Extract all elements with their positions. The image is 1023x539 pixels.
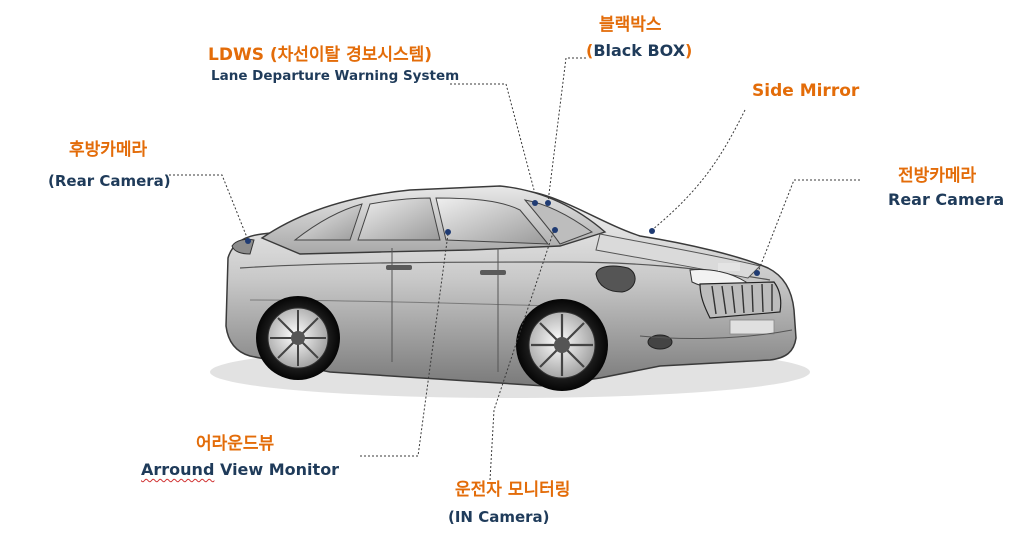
- ldws-subtitle: Lane Departure Warning System: [211, 68, 460, 84]
- rear-window: [293, 203, 363, 241]
- license-plate: [729, 319, 775, 335]
- front-door-window: [435, 197, 550, 245]
- leader-side-mirror: [651, 109, 746, 231]
- marker-dots: [245, 200, 760, 276]
- marker-rear-camera: [245, 238, 251, 244]
- leader-blackbox: [547, 57, 586, 203]
- marker-around-view: [445, 229, 451, 235]
- leader-lines: [165, 57, 860, 481]
- around-view-subtitle-word1: Arround: [141, 460, 215, 479]
- front-camera-subtitle: Rear Camera: [888, 190, 1005, 209]
- marker-front-camera: [754, 270, 760, 276]
- side-mirror-title: Side Mirror: [752, 81, 860, 101]
- front-camera-title: 전방카메라: [898, 166, 977, 186]
- leader-around-view: [360, 233, 449, 457]
- blackbox-subtitle: (Black BOX): [586, 43, 692, 59]
- in-camera-subtitle: (IN Camera): [448, 508, 550, 526]
- side-mirror: [595, 265, 636, 293]
- rear-camera-title: 후방카메라: [69, 140, 148, 160]
- ldws-title: LDWS (차선이탈 경보시스템): [208, 45, 433, 65]
- blackbox-subtitle-text: Black BOX: [593, 41, 686, 60]
- in-camera-title: 운전자 모니터링: [455, 480, 571, 500]
- around-view-subtitle-rest: View Monitor: [214, 460, 340, 479]
- blackbox-paren-close: ): [685, 41, 693, 60]
- rear-wheel: [256, 296, 340, 380]
- around-view-title: 어라운드뷰: [196, 434, 275, 454]
- marker-in-camera: [552, 227, 558, 233]
- front-wheel: [516, 299, 608, 391]
- marker-ldws: [532, 200, 538, 206]
- windshield: [523, 199, 594, 245]
- leader-rear-camera: [165, 174, 249, 241]
- front-grille: [699, 281, 782, 319]
- leader-in-camera: [489, 229, 555, 481]
- marker-blackbox: [545, 200, 551, 206]
- rear-door-window: [357, 197, 441, 241]
- blackbox-paren-open: (: [586, 41, 594, 60]
- fog-light: [647, 334, 673, 350]
- leader-ldws: [450, 83, 535, 191]
- marker-side-mirror: [649, 228, 655, 234]
- around-view-subtitle: Arround View Monitor: [141, 462, 339, 478]
- leader-front-camera: [757, 179, 860, 273]
- rear-camera-subtitle: (Rear Camera): [48, 172, 171, 190]
- blackbox-title: 블랙박스: [599, 15, 662, 35]
